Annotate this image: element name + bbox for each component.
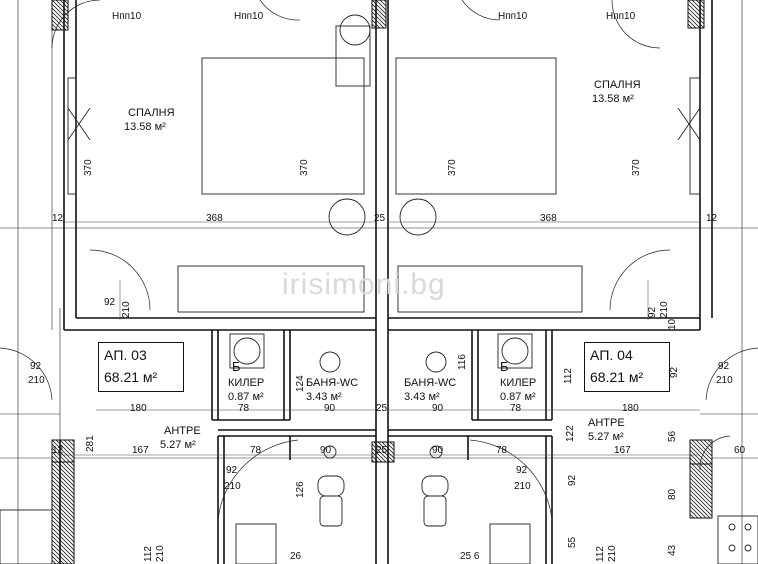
- dim-90-right-b: 90: [432, 445, 444, 456]
- dim-90-left: 90: [324, 403, 336, 414]
- dim-92-a: 92: [104, 297, 116, 308]
- bedroom-left-area: 13.58 м²: [124, 121, 166, 133]
- hall-left-area: 5.27 м²: [160, 439, 196, 451]
- closet-right-name: КИЛЕР: [500, 377, 537, 389]
- dim-92-c: 92: [30, 361, 42, 372]
- bath-left-name: БАНЯ-WC: [306, 377, 359, 389]
- bedroom-right-name: СПАЛНЯ: [594, 79, 641, 91]
- watermark: irisimoni.bg: [282, 268, 446, 301]
- dim-210-a: 210: [121, 301, 132, 318]
- label-hnp-4: Hпп10: [606, 11, 636, 22]
- dim-78-left: 78: [238, 403, 250, 414]
- dim-10-a: 10: [667, 318, 678, 330]
- bedroom-left-name: СПАЛНЯ: [128, 107, 175, 119]
- furniture: [0, 14, 758, 564]
- closet-right-mark: Б: [500, 359, 509, 374]
- dim-112-a: 112: [563, 368, 574, 384]
- dim-25-row-b: 25: [376, 445, 388, 456]
- dim-55: 55: [567, 536, 578, 548]
- hall-left-name: AНТРЕ: [164, 425, 201, 437]
- dim-78-right-b: 78: [496, 445, 508, 456]
- dim-12-row-b: 12: [52, 445, 64, 456]
- closet-left-name: КИЛЕР: [228, 377, 265, 389]
- dim-210-j: 210: [607, 545, 618, 562]
- dim-180-left: 180: [130, 403, 147, 414]
- main-walls: [59, 0, 713, 564]
- dim-124: 124: [295, 375, 306, 392]
- apartment-03-id: AП. 03: [104, 347, 147, 363]
- dim-60-right: 60: [734, 445, 746, 456]
- hall-right-area: 5.27 м²: [588, 431, 624, 443]
- dim-210-c: 210: [28, 375, 45, 386]
- dim-370-2: 370: [299, 159, 310, 176]
- dim-90-right: 90: [432, 403, 444, 414]
- closet-left-area: 0.87 м²: [228, 391, 264, 403]
- dim-210-h: 210: [514, 481, 531, 492]
- closet-right-area: 0.87 м²: [500, 391, 536, 403]
- bedroom-right-area: 13.58 м²: [592, 93, 634, 105]
- dim-122: 122: [565, 425, 576, 442]
- dim-26: 26: [290, 551, 302, 562]
- dim-25-row-a: 25: [376, 403, 388, 414]
- dim-210-b: 210: [659, 301, 670, 318]
- dim-281: 281: [85, 435, 96, 452]
- dim-116: 116: [457, 354, 468, 370]
- apartment-04-id: AП. 04: [590, 347, 633, 363]
- dim-126: 126: [295, 481, 306, 498]
- dim-56: 56: [667, 430, 678, 442]
- dim-92-b: 92: [647, 306, 658, 318]
- dim-370-1: 370: [83, 159, 94, 176]
- dim-210-i: 210: [155, 545, 166, 562]
- dim-90-left-b: 90: [320, 445, 332, 456]
- door-swings: [0, 0, 758, 521]
- dim-78-left-b: 78: [250, 445, 262, 456]
- dim-92-g: 92: [226, 465, 238, 476]
- apartment-03-area: 68.21 м²: [104, 369, 158, 385]
- hall-right-name: AНТРЕ: [588, 417, 625, 429]
- dim-92-d: 92: [718, 361, 730, 372]
- dim-167-left: 167: [132, 445, 149, 456]
- dim-92-f: 92: [567, 474, 578, 486]
- dim-370-4: 370: [631, 159, 642, 176]
- dim-80: 80: [667, 488, 678, 500]
- dim-112-b: 112: [143, 546, 154, 562]
- label-hnp-3: Hпп10: [498, 11, 528, 22]
- bath-right-area: 3.43 м²: [404, 391, 440, 403]
- dim-167-right: 167: [614, 445, 631, 456]
- apartment-03-box: [98, 342, 184, 392]
- dim-112-c: 112: [595, 546, 606, 562]
- dim-78-right: 78: [510, 403, 522, 414]
- closet-left-mark: Б: [232, 359, 241, 374]
- dim-180-right: 180: [622, 403, 639, 414]
- dim-43: 43: [667, 544, 678, 556]
- dim-368-right: 368: [540, 213, 557, 224]
- bath-left-area: 3.43 м²: [306, 391, 342, 403]
- label-hnp-2: Hпп10: [234, 11, 264, 22]
- dim-12-right: 12: [706, 213, 718, 224]
- dim-370-3: 370: [447, 159, 458, 176]
- dim-92-e: 92: [669, 366, 680, 378]
- bath-right-name: БАНЯ-WC: [404, 377, 457, 389]
- dim-92-h: 92: [516, 465, 528, 476]
- dim-25-center: 25: [374, 213, 386, 224]
- apartment-04-box: [584, 342, 670, 392]
- dim-210-d: 210: [716, 375, 733, 386]
- dim-368-left: 368: [206, 213, 223, 224]
- apartment-04-area: 68.21 м²: [590, 369, 644, 385]
- dim-12-left: 12: [52, 213, 64, 224]
- dimension-lines: [60, 221, 700, 456]
- dim-210-g: 210: [224, 481, 241, 492]
- label-hnp-1: Hпп10: [112, 11, 142, 22]
- dim-256: 25 6: [460, 551, 480, 562]
